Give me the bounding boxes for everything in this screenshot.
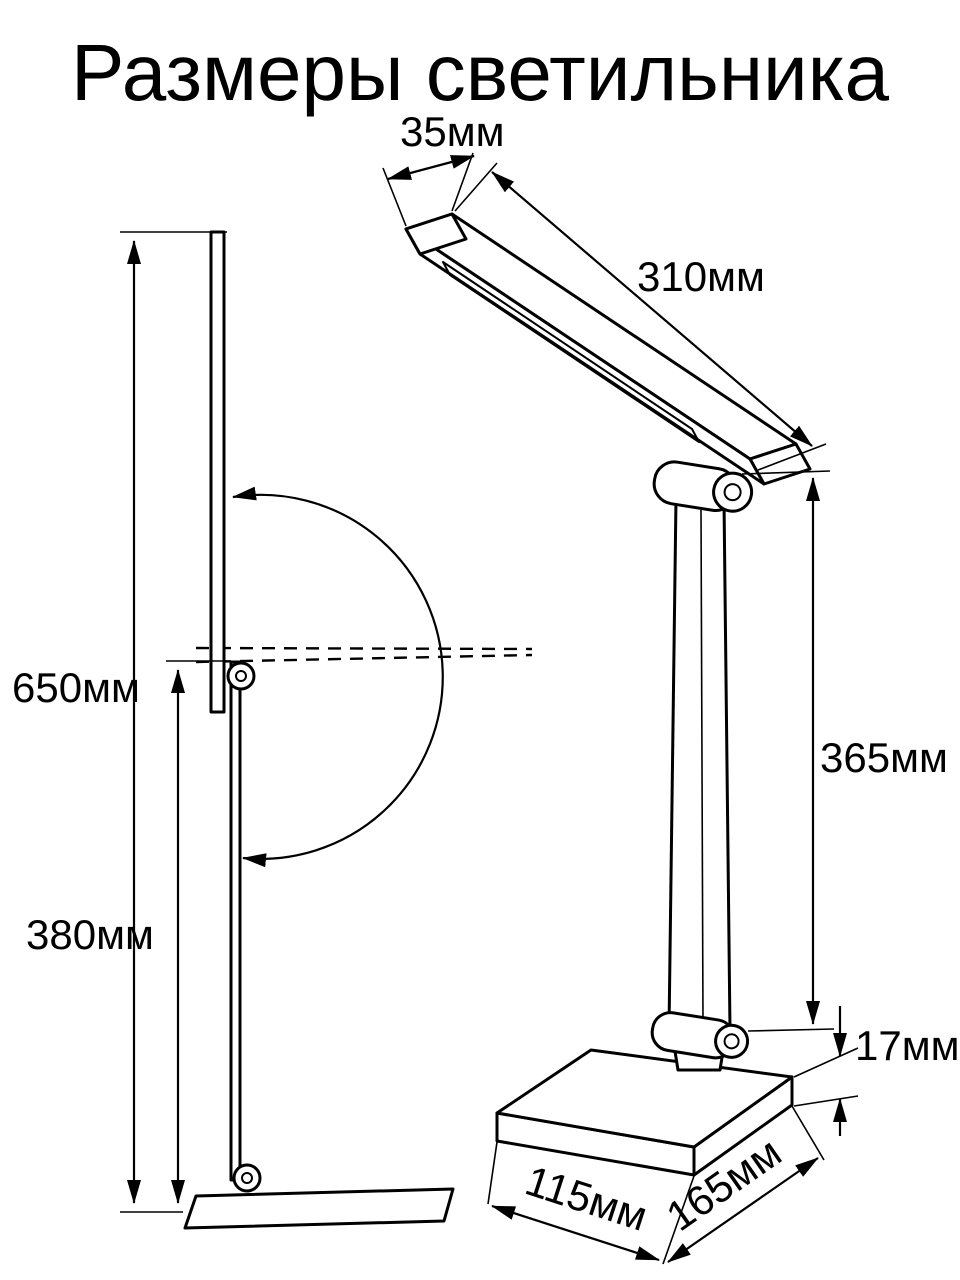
lamp-arm-column xyxy=(667,496,732,1032)
base-top-face xyxy=(495,1048,794,1149)
base-hinge-cap xyxy=(714,1023,750,1059)
head-top-face xyxy=(404,212,798,461)
dimension-line-115 xyxy=(491,1204,660,1262)
head-hinge-cap xyxy=(712,471,754,513)
dimension-base-thickness: 17мм xyxy=(793,1006,959,1136)
lamp-base xyxy=(495,1048,794,1177)
dimension-head-width: 35мм xyxy=(382,108,504,227)
extension-line xyxy=(454,162,498,212)
dimension-column-height: 365мм xyxy=(741,470,948,1032)
dimension-total-height: 650мм xyxy=(12,231,227,1213)
dimension-label-17: 17мм xyxy=(855,1022,959,1069)
fold-axis-dashed-line xyxy=(195,646,533,651)
folded-lamp-head-panel xyxy=(209,230,226,714)
extension-line xyxy=(741,470,831,475)
dimension-line-165 xyxy=(667,1157,819,1263)
extension-line xyxy=(793,1047,859,1078)
folded-lamp-arm xyxy=(229,660,242,1182)
dimension-label-310: 310мм xyxy=(637,253,765,300)
upper-hinge-pin xyxy=(235,670,247,682)
folded-lamp-view: 650мм 380мм xyxy=(12,230,533,1230)
extension-line xyxy=(793,1095,859,1107)
dimension-arm-height: 380мм xyxy=(26,660,229,1204)
standing-lamp-view: 35мм 310мм 365мм 17мм xyxy=(382,108,959,1265)
base-hinge-pin xyxy=(723,1033,740,1050)
dimension-label-35: 35мм xyxy=(400,108,504,155)
lower-hinge-pin xyxy=(241,1172,253,1184)
dimension-line-310 xyxy=(491,171,813,447)
lower-hinge xyxy=(232,1163,262,1193)
dimension-label-365: 365мм xyxy=(820,734,948,781)
arm-seam-line xyxy=(700,509,704,1023)
upper-hinge xyxy=(226,661,256,691)
head-width-face xyxy=(404,212,468,256)
head-hinge-pin xyxy=(723,483,742,502)
extension-line xyxy=(791,1105,825,1161)
fold-axis-dashed-line-2 xyxy=(195,653,533,664)
extension-line xyxy=(757,443,827,471)
dimension-label-650: 650мм xyxy=(12,664,140,711)
dimension-head-length: 310мм xyxy=(454,162,827,471)
fold-rotation-arc-arrow xyxy=(232,486,444,868)
dimension-label-115: 115мм xyxy=(520,1157,653,1240)
extension-line xyxy=(382,167,407,227)
folded-lamp-base xyxy=(183,1187,455,1230)
extension-line xyxy=(487,1141,498,1205)
dimension-line-35 xyxy=(387,154,475,181)
dimension-label-380: 380мм xyxy=(26,911,154,958)
base-hinge-cylinder xyxy=(650,1011,750,1060)
extension-line xyxy=(747,1028,835,1032)
head-hinge-cylinder xyxy=(652,460,754,513)
page-title: Размеры светильника xyxy=(71,28,889,117)
